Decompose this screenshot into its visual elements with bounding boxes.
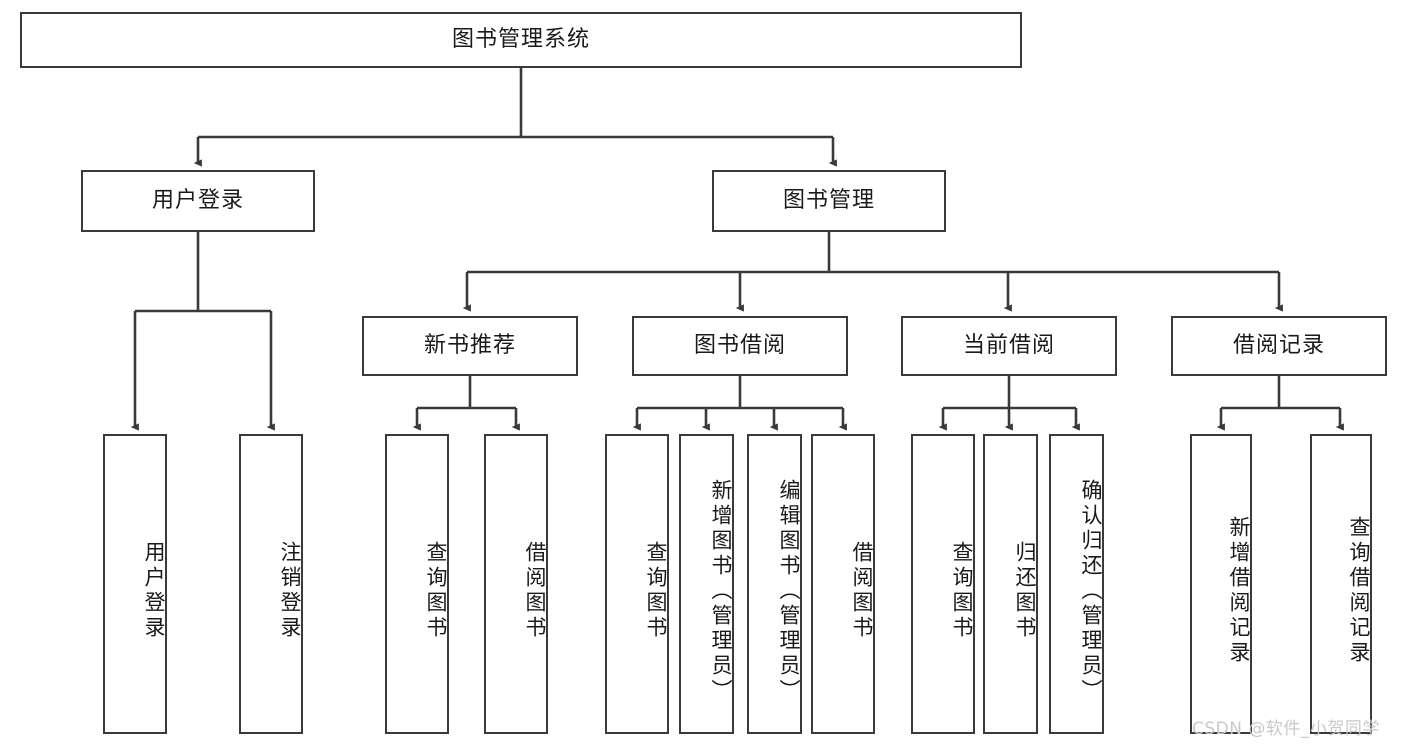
node-label: 新增借阅记录 — [1227, 516, 1251, 666]
node-label: 查询图书 — [950, 541, 974, 641]
node-label: 借阅图书 — [523, 541, 547, 641]
node-label: 图书借阅 — [693, 332, 786, 358]
node-label: 借阅图书 — [850, 541, 874, 641]
leaf-borrow-borrow-book[interactable]: 借阅图书 — [811, 434, 875, 734]
leaf-borrow-edit-book-admin[interactable]: 编辑图书（管理员） — [747, 434, 802, 734]
node-label: 图书管理 — [782, 187, 875, 213]
leaf-record-query-record[interactable]: 查询借阅记录 — [1310, 434, 1372, 734]
csdn-watermark: CSDN @软件_小贺同学 — [1192, 719, 1380, 739]
node-user-login[interactable]: 用户登录 — [81, 170, 315, 232]
node-label: 编辑图书（管理员） — [777, 478, 801, 704]
leaf-borrow-query-book[interactable]: 查询图书 — [605, 434, 669, 734]
leaf-recommend-query-book[interactable]: 查询图书 — [385, 434, 449, 734]
leaf-current-query-book[interactable]: 查询图书 — [911, 434, 975, 734]
node-book-management[interactable]: 图书管理 — [712, 170, 946, 232]
node-label: 新书推荐 — [423, 332, 516, 358]
node-label: 当前借阅 — [962, 332, 1055, 358]
node-system-root[interactable]: 图书管理系统 — [20, 12, 1022, 68]
leaf-record-add-record[interactable]: 新增借阅记录 — [1190, 434, 1252, 734]
leaf-current-return-book[interactable]: 归还图书 — [983, 434, 1038, 734]
node-label: 查询图书 — [424, 541, 448, 641]
node-label: 查询借阅记录 — [1347, 516, 1371, 666]
node-borrow-record[interactable]: 借阅记录 — [1171, 316, 1387, 376]
node-label: 借阅记录 — [1232, 332, 1325, 358]
node-label: 查询图书 — [644, 541, 668, 641]
leaf-user-login-login[interactable]: 用户登录 — [103, 434, 167, 734]
node-current-borrow[interactable]: 当前借阅 — [901, 316, 1117, 376]
node-label: 图书管理系统 — [451, 26, 590, 52]
leaf-user-login-logout[interactable]: 注销登录 — [239, 434, 303, 734]
leaf-borrow-add-book-admin[interactable]: 新增图书（管理员） — [679, 434, 734, 734]
node-label: 确认归还（管理员） — [1079, 478, 1103, 704]
node-label: 新增图书（管理员） — [709, 478, 733, 704]
leaf-current-confirm-return-admin[interactable]: 确认归还（管理员） — [1049, 434, 1104, 734]
node-label: 归还图书 — [1013, 541, 1037, 641]
leaf-recommend-borrow-book[interactable]: 借阅图书 — [484, 434, 548, 734]
node-new-book-recommend[interactable]: 新书推荐 — [362, 316, 578, 376]
node-label: 注销登录 — [278, 541, 302, 641]
node-book-borrow[interactable]: 图书借阅 — [632, 316, 848, 376]
node-label: 用户登录 — [151, 187, 244, 213]
node-label: 用户登录 — [142, 541, 166, 641]
